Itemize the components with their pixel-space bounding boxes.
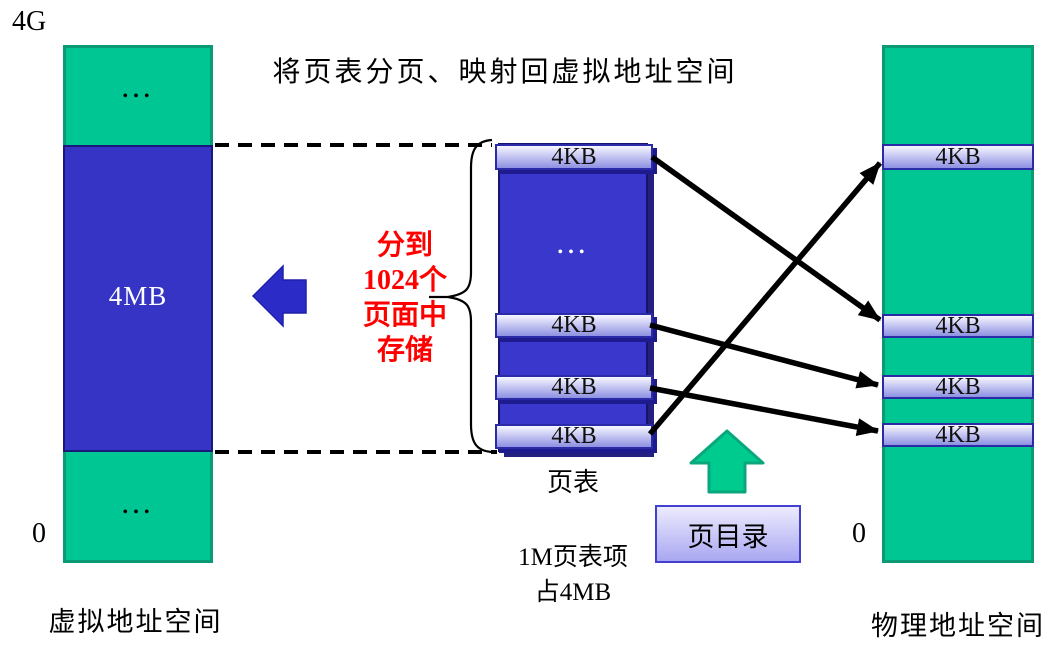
physical-frame-4: 4KB	[882, 422, 1034, 448]
mapping-arrow-entry1-frame2	[650, 154, 882, 323]
left-block-arrow-icon	[251, 264, 307, 328]
diagram-title: 将页表分页、映射回虚拟地址空间	[272, 57, 738, 88]
physical-frame-2: 4KB	[882, 313, 1034, 339]
physical-space-zero-label: 0	[852, 518, 866, 549]
virtual-space-4mb-label: 4MB	[108, 281, 168, 311]
annotation-line: 存储	[376, 335, 433, 366]
virtual-space-4mb-block	[63, 145, 213, 452]
page-table-caption: 页表	[546, 468, 599, 497]
physical-frame-1: 4KB	[882, 144, 1034, 170]
virtual-space-ellipsis-top: …	[120, 68, 156, 104]
page-table-entry-1: 4KB	[495, 144, 653, 170]
page-table-note-line1: 1M页表项	[518, 544, 628, 571]
up-block-arrow-icon	[689, 429, 765, 494]
page-table-entry-4: 4KB	[495, 423, 653, 449]
annotation-line: 页面中	[362, 300, 447, 331]
physical-frame-3: 4KB	[882, 374, 1034, 400]
physical-address-space-column	[882, 45, 1034, 563]
address-label-4g: 4G	[12, 6, 47, 37]
annotation-split-into-1024-pages: 分到 1024个 页面中 存储	[340, 228, 470, 368]
mapping-arrow-entry3-frame4	[649, 385, 879, 436]
page-table-entry-3: 4KB	[495, 374, 653, 400]
mapping-arrow-entry4-frame1	[647, 161, 883, 436]
annotation-line: 分到	[376, 230, 433, 261]
page-table-column	[498, 143, 648, 452]
page-table-ellipsis: …	[555, 224, 591, 260]
virtual-space-caption: 虚拟地址空间	[48, 607, 223, 637]
virtual-space-zero-label: 0	[32, 518, 46, 549]
virtual-space-ellipsis-bottom: …	[120, 484, 156, 520]
page-table-note-line2: 占4MB	[534, 579, 612, 606]
page-directory-label: 页目录	[687, 521, 769, 552]
page-directory-box: 页目录	[655, 505, 801, 563]
annotation-line: 1024个	[362, 265, 447, 296]
physical-space-caption: 物理地址空间	[871, 611, 1045, 641]
page-table-entry-2: 4KB	[495, 312, 653, 338]
mapping-arrow-entry2-frame3	[649, 322, 879, 389]
